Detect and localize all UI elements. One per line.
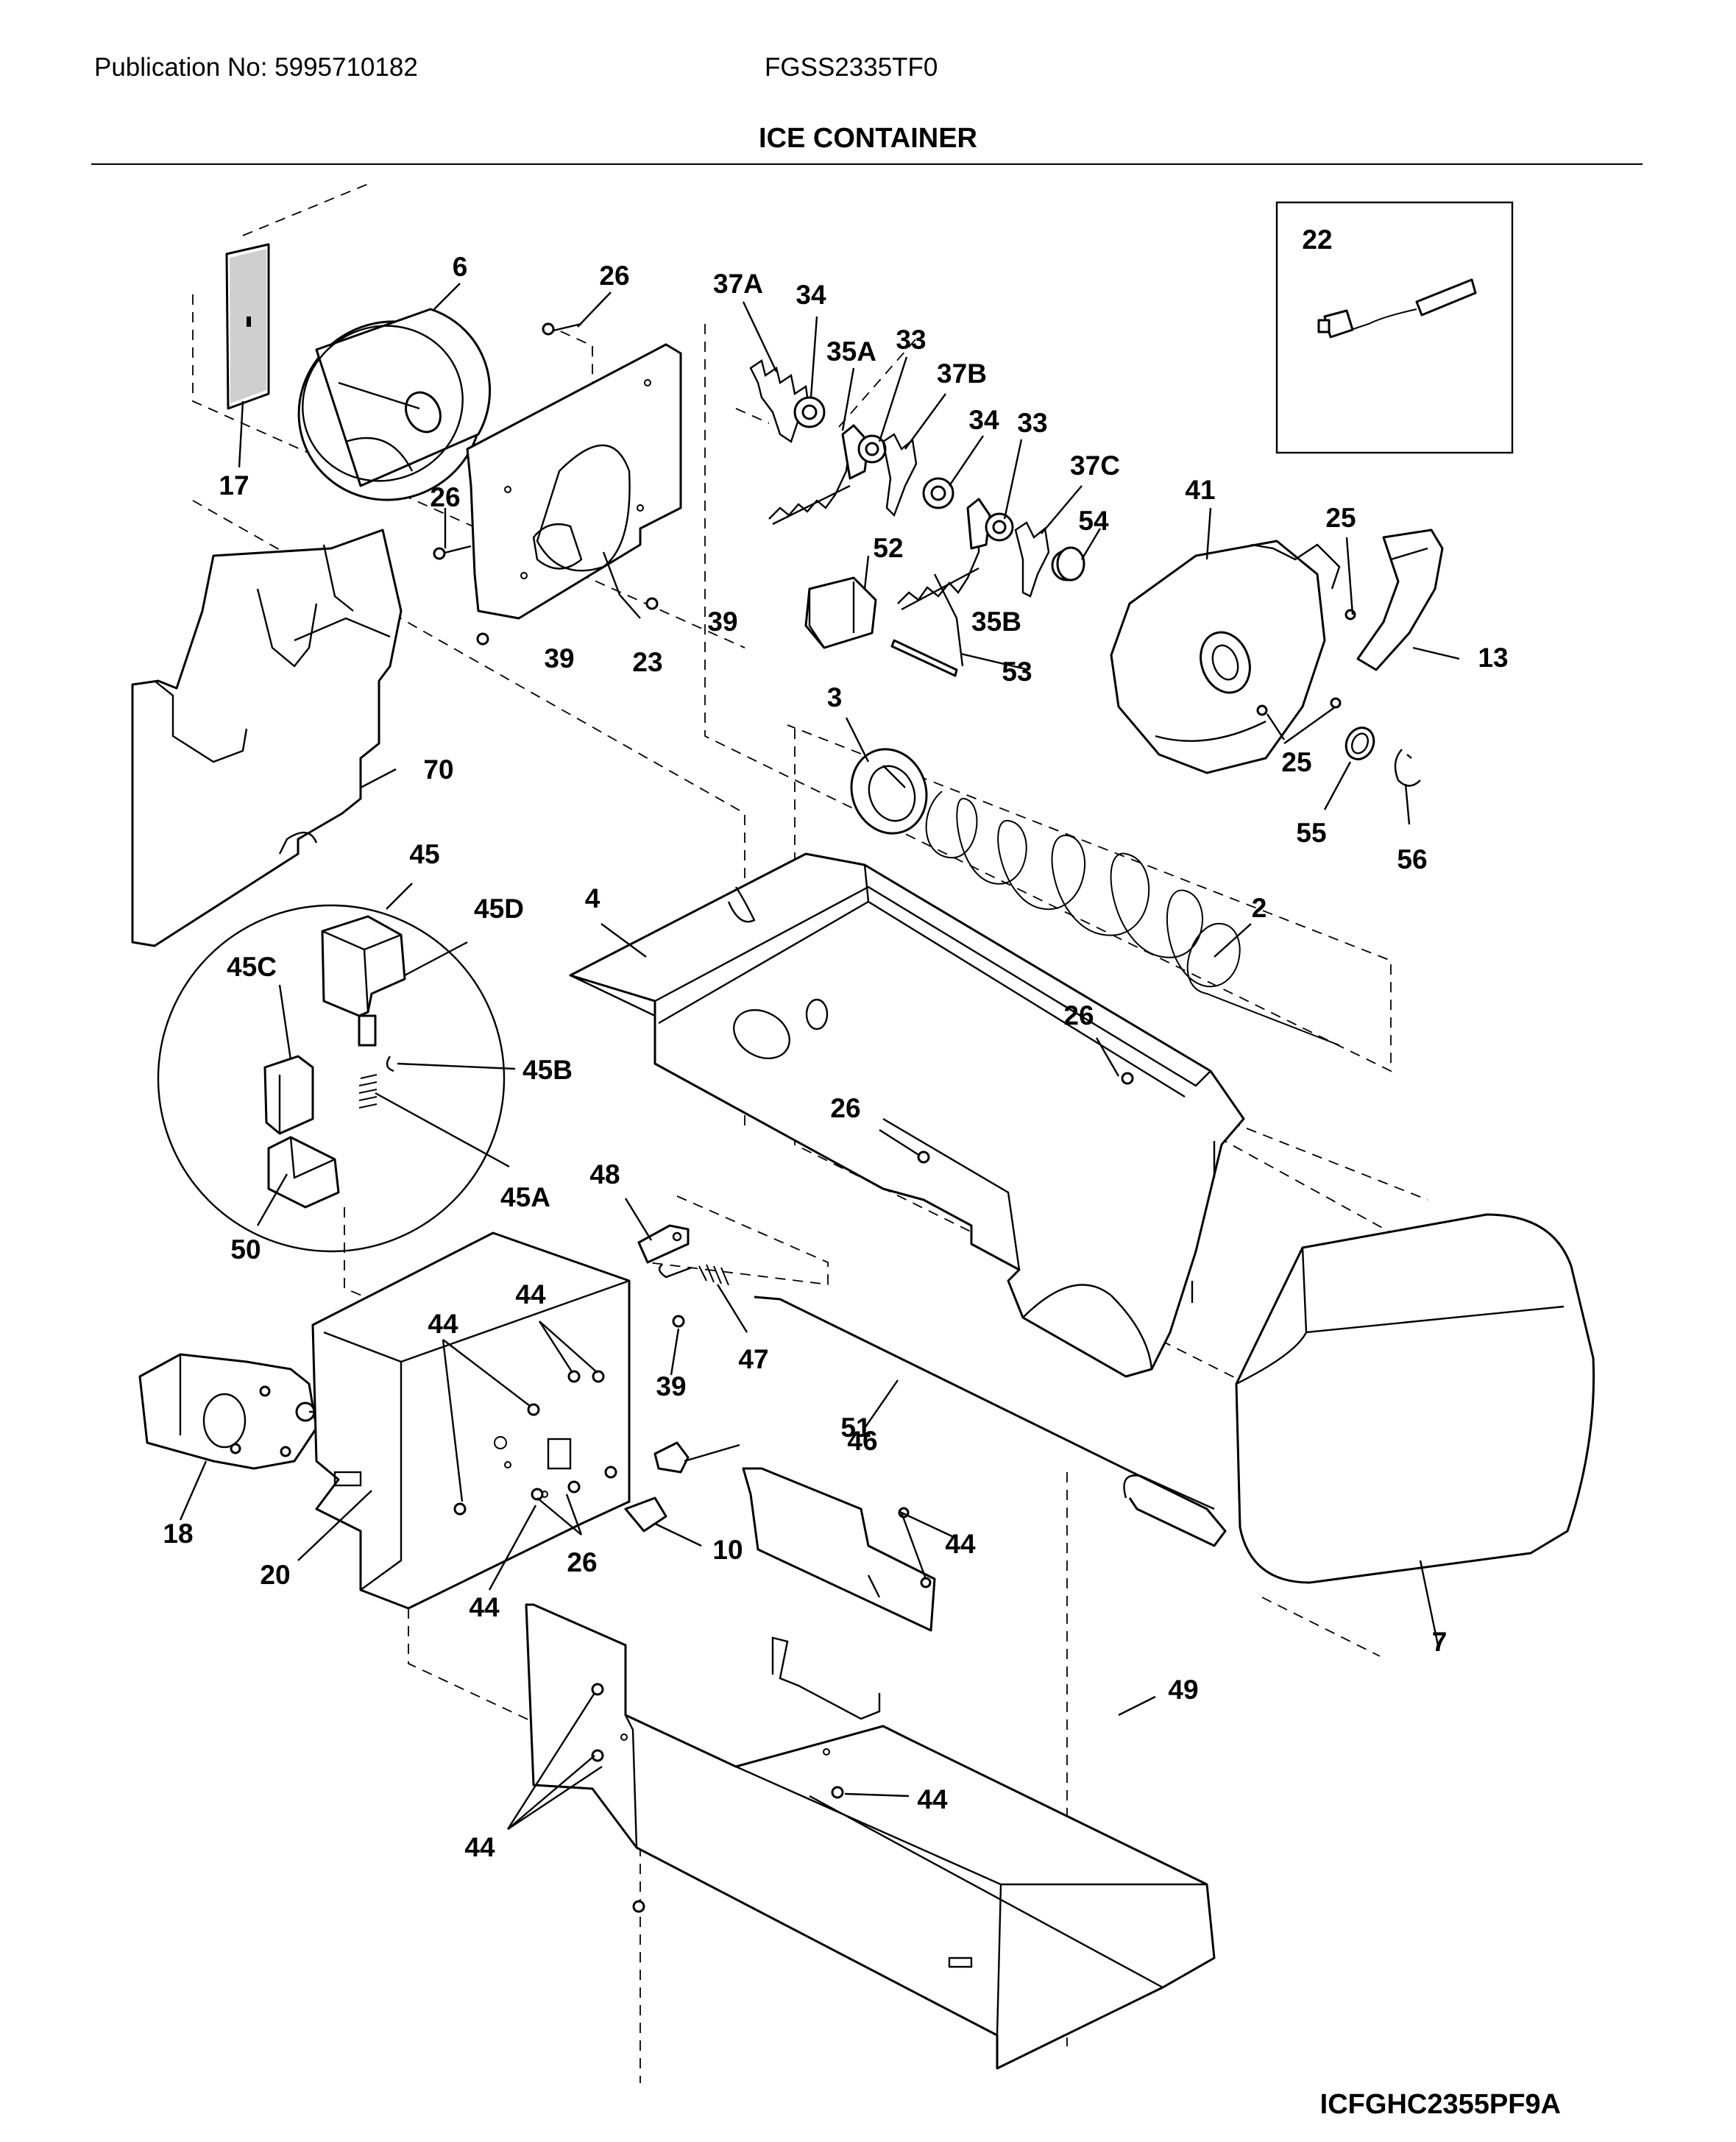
callout-label: 44 <box>515 1279 546 1309</box>
callout-label: 53 <box>1002 657 1032 687</box>
callout-label: 7 <box>1432 1627 1448 1657</box>
callout-label: 22 <box>1302 225 1332 255</box>
callout-label: 37C <box>1070 450 1120 481</box>
callout-label: 45B <box>522 1055 573 1085</box>
callout-label: 54 <box>1078 506 1109 536</box>
callout-label: 3 <box>827 682 843 713</box>
part-23-bracket <box>433 322 682 646</box>
part-6-drum <box>297 308 492 501</box>
callout-label: 39 <box>707 607 737 637</box>
callout-label: 45D <box>474 894 524 924</box>
callout-label: 37B <box>937 358 987 389</box>
part-48-47-46 <box>624 1224 1227 1547</box>
leader-lines <box>179 283 1460 1830</box>
model-number: FGSS2335TF0 <box>765 53 938 82</box>
part-49-drawer <box>525 1603 1216 2070</box>
part-20-housing <box>311 1231 631 1610</box>
part-70-chute <box>131 529 403 947</box>
callout-label: 35B <box>971 607 1021 637</box>
part-54-55-56-small <box>1056 546 1421 787</box>
part-17-filter <box>225 243 270 410</box>
callout-label: 13 <box>1478 643 1508 673</box>
callout-label: 45A <box>500 1182 550 1212</box>
part-3-cap <box>850 748 928 835</box>
callout-label: 44 <box>945 1529 976 1559</box>
callout-label: 2 <box>1252 893 1267 923</box>
part-44-bracket <box>742 1467 936 1632</box>
callout-label: 34 <box>968 405 999 435</box>
callout-label: 6 <box>453 252 468 282</box>
callout-label: 26 <box>567 1547 597 1577</box>
part-18-motor <box>138 1353 327 1470</box>
callout-label: 25 <box>1281 747 1311 777</box>
callout-label: 50 <box>230 1234 261 1265</box>
callout-label: 55 <box>1296 818 1326 848</box>
callout-label: 10 <box>712 1535 743 1565</box>
callout-label: 44 <box>917 1784 948 1814</box>
part-7-cover <box>1235 1213 1595 1584</box>
callout-label: 41 <box>1185 475 1215 505</box>
part-ejector-springs <box>749 359 1083 611</box>
callout-label: 23 <box>632 647 662 677</box>
callout-label: 25 <box>1325 503 1356 533</box>
callout-label: 44 <box>464 1832 495 1862</box>
callout-label: 44 <box>428 1309 458 1339</box>
callout-label: 34 <box>796 280 826 310</box>
publication-number: Publication No: 5995710182 <box>94 53 418 82</box>
callout-label: 35A <box>826 336 876 367</box>
callout-label: 39 <box>656 1371 686 1402</box>
callout-label: 17 <box>219 470 249 501</box>
section-title: ICE CONTAINER <box>759 123 977 154</box>
callout-label: 56 <box>1397 844 1427 874</box>
callout-label: 51 <box>840 1413 871 1443</box>
part-13-flapper <box>1356 529 1444 671</box>
callout-label: 33 <box>896 325 926 355</box>
callout-label: 26 <box>599 261 629 291</box>
callout-label: 4 <box>585 883 600 913</box>
callout-label: 39 <box>544 643 574 674</box>
callout-label: 44 <box>469 1592 500 1622</box>
callout-label: 37A <box>713 269 763 299</box>
callout-label: 52 <box>873 533 903 563</box>
detail-45-circle <box>157 904 506 1253</box>
callout-label: 26 <box>430 482 460 512</box>
diagram-code: ICFGHC2355PF9A <box>1319 2089 1561 2120</box>
callout-label: 48 <box>589 1159 620 1190</box>
callout-label: 26 <box>1063 1000 1094 1031</box>
part-52-actuator <box>804 576 958 677</box>
callout-label: 18 <box>163 1519 193 1549</box>
callout-label: 49 <box>1168 1675 1198 1705</box>
part-4-bucket <box>569 852 1245 1378</box>
part-2-auger <box>925 791 1340 1046</box>
callout-label: 33 <box>1017 408 1047 438</box>
title-rule <box>91 163 1643 165</box>
callout-label: 47 <box>738 1344 768 1374</box>
callout-label: 46 <box>847 1426 877 1456</box>
callout-label: 20 <box>260 1560 290 1590</box>
part-22-inset <box>1275 201 1514 454</box>
callout-label: 45C <box>227 952 277 982</box>
part-41-cover <box>1110 540 1356 774</box>
callout-label: 70 <box>423 754 453 785</box>
callout-labels: 6 26 37A 34 35A 33 37B 34 33 37C 22 17 2… <box>163 225 1508 1862</box>
callout-label: 45 <box>409 839 439 869</box>
callout-label: 26 <box>830 1093 860 1123</box>
